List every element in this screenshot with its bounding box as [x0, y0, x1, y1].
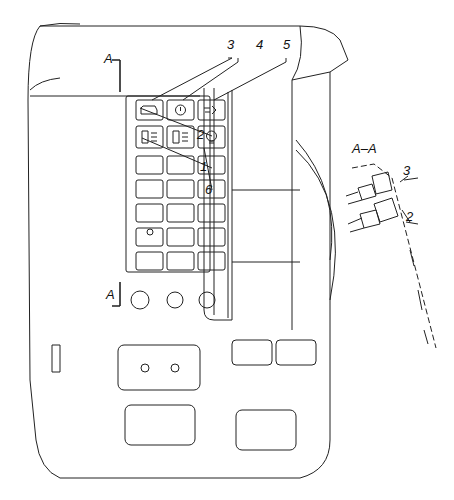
section-label: A — [104, 52, 113, 66]
callout-number: 2 — [197, 128, 204, 142]
switch-slot — [198, 180, 225, 198]
switch-slot — [198, 228, 225, 246]
switch-slot — [167, 228, 194, 246]
callout-number: 6 — [205, 183, 212, 197]
callout-number: 3 — [227, 38, 234, 52]
switch-slot — [136, 252, 163, 270]
switch-slot — [198, 204, 225, 222]
switch-slot — [136, 204, 163, 222]
switch-slot — [198, 156, 225, 174]
switch-slot — [136, 180, 163, 198]
switch-slot — [136, 156, 163, 174]
callout-number: 2 — [406, 210, 413, 224]
switch-slot — [136, 228, 163, 246]
section-label: A — [106, 288, 115, 302]
switch-slot — [167, 252, 194, 270]
switch-slot — [167, 204, 194, 222]
switch-slot — [167, 180, 194, 198]
callout-number: 3 — [403, 164, 410, 178]
switch-slot — [198, 252, 225, 270]
callout-number: 4 — [256, 38, 263, 52]
callout-number: 1 — [200, 160, 207, 174]
section-label: A–A — [352, 142, 377, 156]
callout-number: 5 — [283, 38, 290, 52]
